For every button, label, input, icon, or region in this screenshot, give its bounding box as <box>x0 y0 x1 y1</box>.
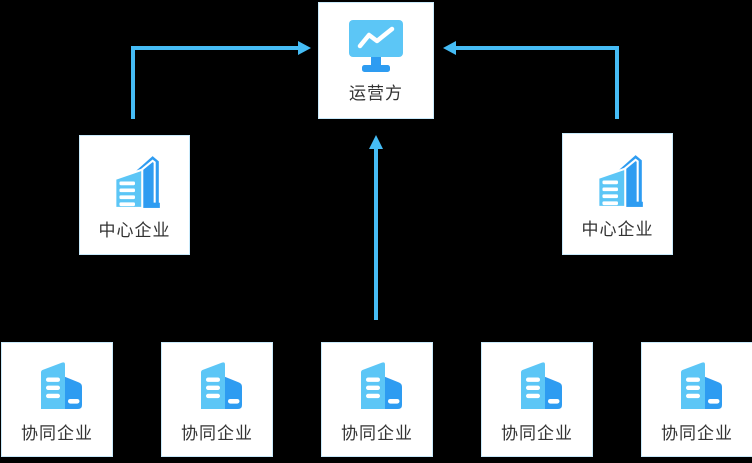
office-building-icon <box>681 362 722 409</box>
node-central-enterprise-left: 中心企业 <box>79 135 190 255</box>
node-collab-enterprise-4-label: 协同企业 <box>501 424 573 443</box>
arrow-collab-center-to-operator <box>369 135 383 320</box>
node-collab-enterprise-2-label: 协同企业 <box>181 424 253 443</box>
node-collab-enterprise-1-label: 协同企业 <box>21 424 93 443</box>
node-collab-enterprise-2: 协同企业 <box>161 342 273 457</box>
node-collab-enterprise-3-label: 协同企业 <box>341 424 413 443</box>
arrow-central-right-to-operator <box>443 41 619 119</box>
office-building-icon <box>201 362 242 409</box>
office-building-icon <box>41 362 82 409</box>
monitor-chart-icon <box>349 20 403 72</box>
arrow-central-left-to-operator <box>131 41 311 119</box>
node-collab-enterprise-4: 协同企业 <box>481 342 593 457</box>
node-collab-enterprise-1: 协同企业 <box>1 342 113 457</box>
office-building-icon <box>521 362 562 409</box>
node-collab-enterprise-5: 协同企业 <box>641 342 752 457</box>
node-collab-enterprise-3: 协同企业 <box>321 342 433 457</box>
node-operator: 运营方 <box>318 2 434 119</box>
node-collab-enterprise-5-label: 协同企业 <box>661 424 733 443</box>
node-central-enterprise-right-label: 中心企业 <box>581 219 654 239</box>
node-central-enterprise-left-label: 中心企业 <box>98 220 171 240</box>
twin-buildings-icon <box>113 155 160 209</box>
twin-buildings-icon <box>596 154 643 208</box>
node-operator-label: 运营方 <box>349 84 403 103</box>
office-building-icon <box>361 362 402 409</box>
node-central-enterprise-right: 中心企业 <box>562 133 673 255</box>
